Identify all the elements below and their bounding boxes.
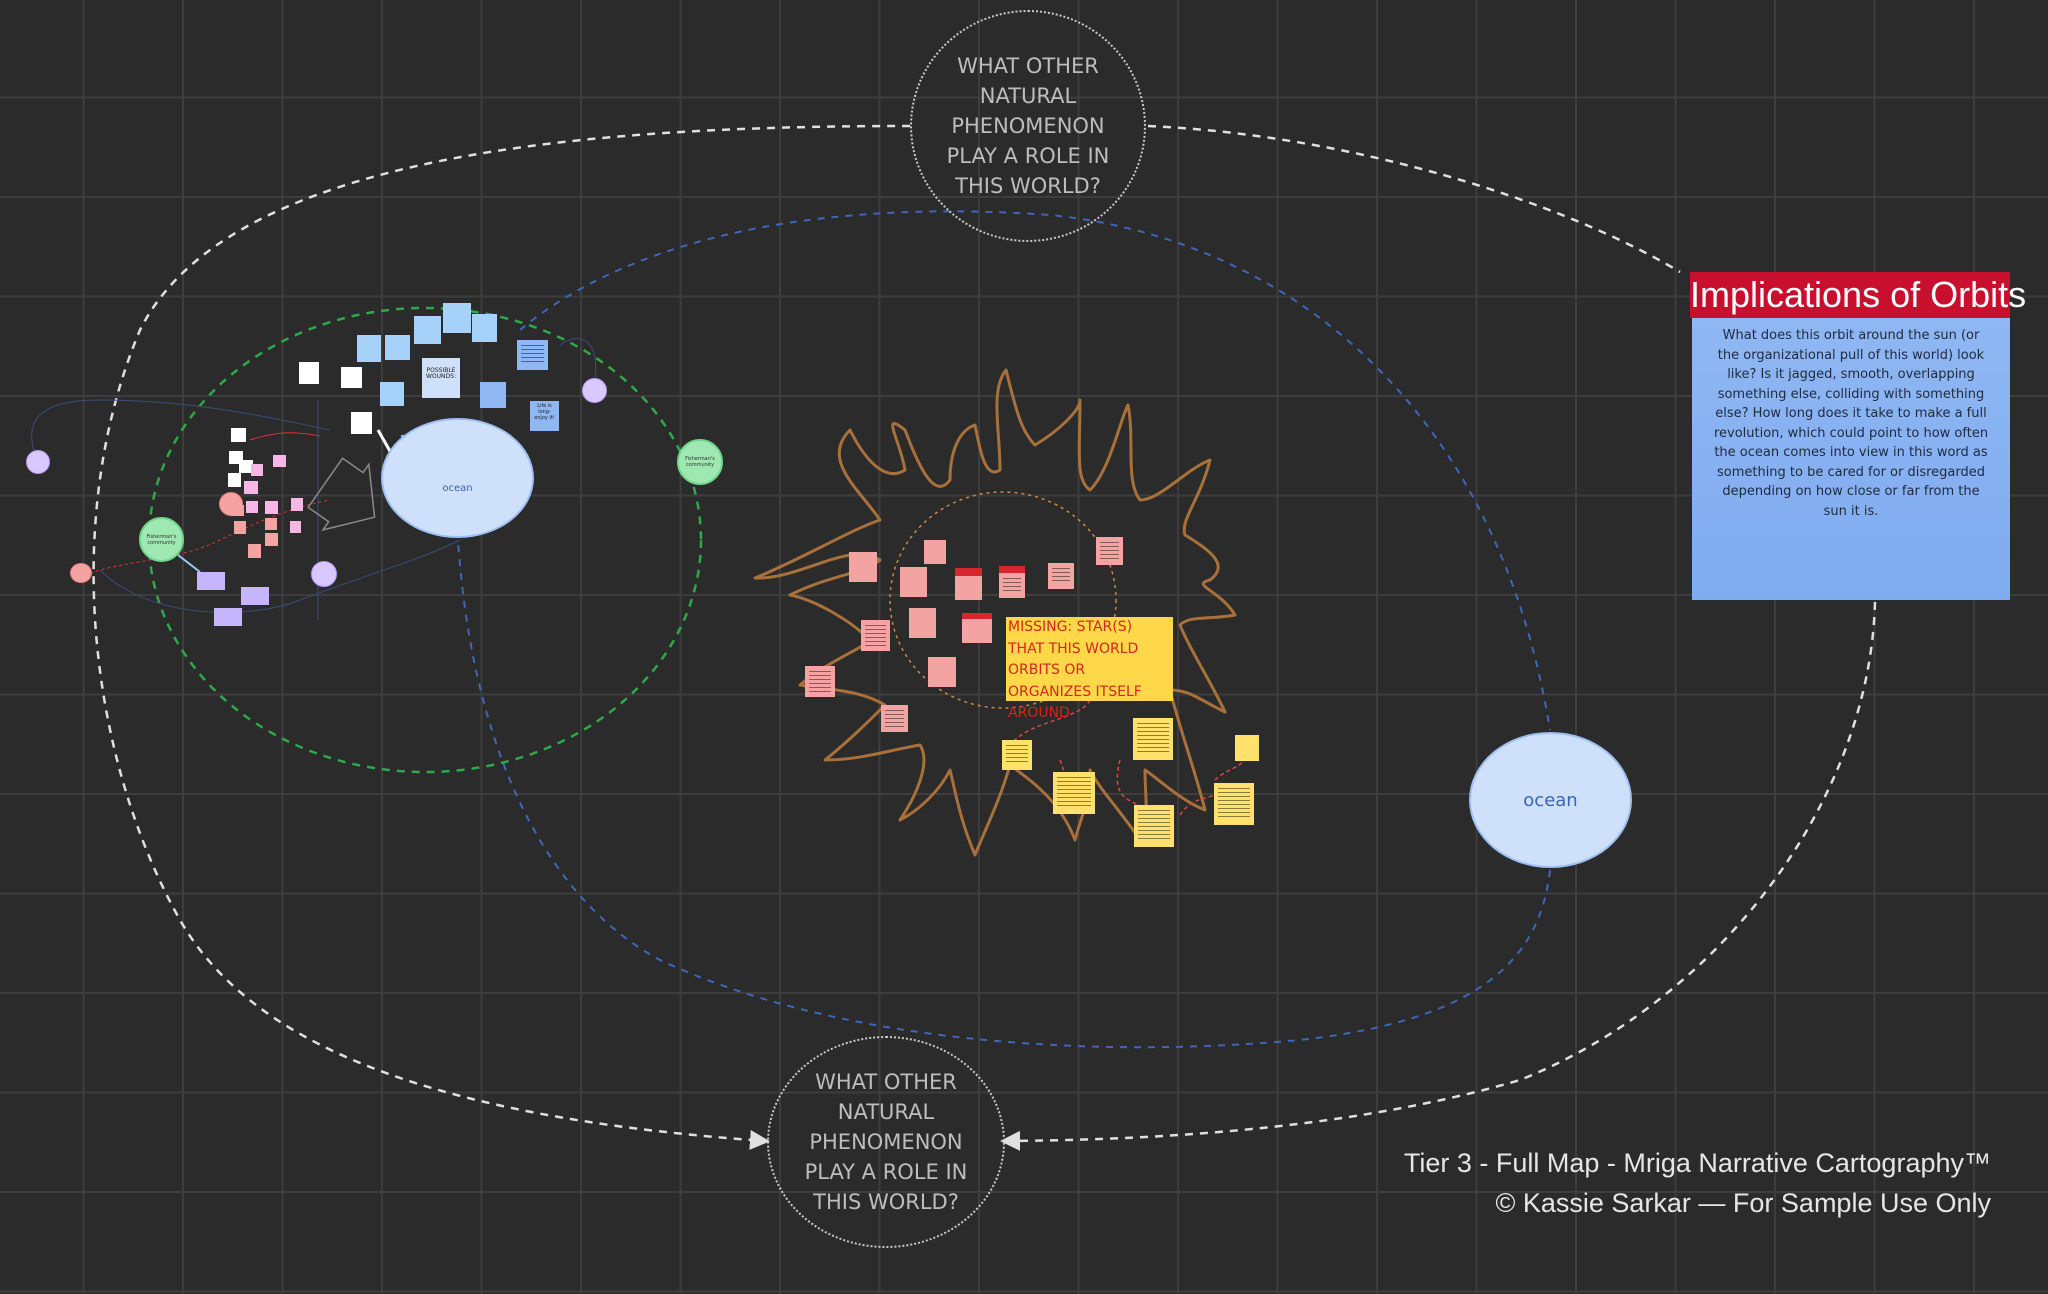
sun-sticky-note[interactable] xyxy=(909,608,936,638)
footer-line-1: Tier 3 - Full Map - Mriga Narrative Cart… xyxy=(1404,1143,1991,1183)
possible-wounds-label: POSSIBLE WOUNDS: xyxy=(426,367,456,380)
cluster-pink-note[interactable] xyxy=(246,501,258,513)
cluster-blue-note[interactable] xyxy=(357,335,381,362)
note-text-icon xyxy=(865,625,886,646)
question-circle-top[interactable]: WHAT OTHER NATURAL PHENOMENON PLAY A ROL… xyxy=(910,10,1146,242)
note-text-icon xyxy=(1006,745,1028,765)
cluster-blue-note[interactable] xyxy=(414,316,441,344)
cluster-salmon-note[interactable] xyxy=(265,533,278,546)
life-long-label: Life is long- enjoy it! xyxy=(534,403,555,421)
implications-body: What does this orbit around the sun (or … xyxy=(1692,318,2010,600)
sun-yellow-note[interactable] xyxy=(1214,783,1254,825)
fisherman-left-label: Fisherman's community xyxy=(144,534,179,546)
cluster-blue-note[interactable]: Life is long- enjoy it! xyxy=(530,401,559,431)
sun-yellow-note[interactable] xyxy=(1134,805,1174,847)
cluster-lavender-note[interactable] xyxy=(214,608,242,626)
missing-star-note[interactable]: MISSING: STAR(S) THAT THIS WORLD ORBITS … xyxy=(1006,617,1173,701)
cluster-lavender-note[interactable] xyxy=(241,587,269,605)
cluster-salmon-note[interactable] xyxy=(231,505,244,516)
footer-credit: Tier 3 - Full Map - Mriga Narrative Cart… xyxy=(1404,1143,1991,1223)
cluster-purple-circle[interactable] xyxy=(582,378,607,403)
note-text-icon xyxy=(1138,810,1170,842)
sun-sticky-note[interactable] xyxy=(962,613,992,643)
question-bottom-text: WHAT OTHER NATURAL PHENOMENON PLAY A ROL… xyxy=(799,1067,973,1217)
fisherman-community-left[interactable]: Fisherman's community xyxy=(139,517,184,562)
sun-sticky-note[interactable] xyxy=(1096,537,1123,565)
sun-sticky-note[interactable] xyxy=(955,568,982,600)
cluster-salmon-note[interactable] xyxy=(248,544,261,558)
cluster-pink-note[interactable] xyxy=(265,501,278,514)
cluster-blue-note[interactable] xyxy=(385,335,410,360)
ocean-small[interactable]: ocean xyxy=(381,418,534,538)
cluster-lavender-note[interactable] xyxy=(197,572,225,590)
cluster-pink-circle[interactable] xyxy=(70,563,92,583)
ocean-large[interactable]: ocean xyxy=(1469,732,1632,868)
ocean-large-label: ocean xyxy=(1523,790,1577,811)
cluster-arrow xyxy=(178,555,200,572)
note-text-icon xyxy=(885,710,904,727)
question-top-text: WHAT OTHER NATURAL PHENOMENON PLAY A ROL… xyxy=(942,51,1114,201)
cluster-white-note[interactable] xyxy=(228,473,241,487)
sun-sticky-note[interactable] xyxy=(1048,563,1074,589)
sun-connector xyxy=(1215,760,1245,780)
cluster-salmon-note[interactable] xyxy=(265,518,277,530)
note-text-icon xyxy=(1100,542,1119,560)
sun-sticky-note[interactable] xyxy=(900,567,927,597)
footer-line-2: © Kassie Sarkar — For Sample Use Only xyxy=(1404,1183,1991,1223)
cluster-purple-circle[interactable] xyxy=(311,561,337,587)
fisherman-right-label: Fisherman's community xyxy=(682,456,718,468)
sun-yellow-note[interactable] xyxy=(1133,718,1173,760)
note-text-icon xyxy=(1057,777,1091,809)
sun-yellow-note[interactable] xyxy=(1053,772,1095,814)
implications-card[interactable]: Implications of Orbits What does this or… xyxy=(1690,272,2010,602)
cluster-purple-circle[interactable] xyxy=(26,450,50,474)
cluster-pink-note[interactable] xyxy=(291,498,303,511)
cluster-salmon-note[interactable] xyxy=(234,521,246,534)
note-text-icon xyxy=(521,345,544,365)
cluster-blue-note[interactable] xyxy=(443,303,471,333)
sun-sticky-note[interactable] xyxy=(861,620,890,651)
ocean-small-label: ocean xyxy=(442,483,472,494)
outer-orbit-path-right xyxy=(1148,126,1680,272)
sun-yellow-note[interactable] xyxy=(1002,740,1032,770)
sun-sticky-note[interactable] xyxy=(805,666,835,697)
cluster-blue-note[interactable] xyxy=(380,382,404,406)
sun-sticky-note[interactable] xyxy=(881,705,908,732)
sun-shape xyxy=(755,370,1235,855)
cluster-pink-note[interactable] xyxy=(251,464,263,476)
sun-sticky-note[interactable] xyxy=(928,657,956,687)
cluster-white-note[interactable] xyxy=(231,428,246,442)
cluster-blue-note[interactable]: POSSIBLE WOUNDS: xyxy=(422,358,460,398)
question-circle-bottom[interactable]: WHAT OTHER NATURAL PHENOMENON PLAY A ROL… xyxy=(767,1036,1005,1248)
cluster-line xyxy=(32,400,330,462)
implications-title: Implications of Orbits xyxy=(1690,272,2010,318)
note-text-icon xyxy=(809,671,831,692)
note-text-icon xyxy=(1218,788,1250,820)
note-text-icon xyxy=(1052,568,1070,584)
cluster-white-note[interactable] xyxy=(341,367,362,388)
cluster-white-note[interactable] xyxy=(351,412,372,434)
cluster-pink-note[interactable] xyxy=(244,481,258,494)
sun-sticky-note[interactable] xyxy=(999,566,1025,598)
note-text-icon xyxy=(1003,578,1021,593)
ocean-orbit-path-lower xyxy=(458,540,1550,1047)
cluster-line xyxy=(250,433,320,440)
outer-orbit-path xyxy=(94,126,910,1141)
cluster-pink-note[interactable] xyxy=(290,521,301,533)
cluster-blue-note[interactable] xyxy=(480,382,506,408)
sun-sticky-note[interactable] xyxy=(924,540,946,564)
cluster-line xyxy=(560,338,596,380)
cluster-pink-note[interactable] xyxy=(273,455,286,467)
cluster-blue-note[interactable] xyxy=(517,340,548,370)
note-text-icon xyxy=(1137,723,1169,755)
sun-yellow-note[interactable] xyxy=(1235,735,1259,761)
cluster-blue-note[interactable] xyxy=(472,314,497,342)
sun-sticky-note[interactable] xyxy=(849,552,877,582)
cluster-white-note[interactable] xyxy=(299,362,319,384)
fisherman-community-right[interactable]: Fisherman's community xyxy=(677,439,723,485)
